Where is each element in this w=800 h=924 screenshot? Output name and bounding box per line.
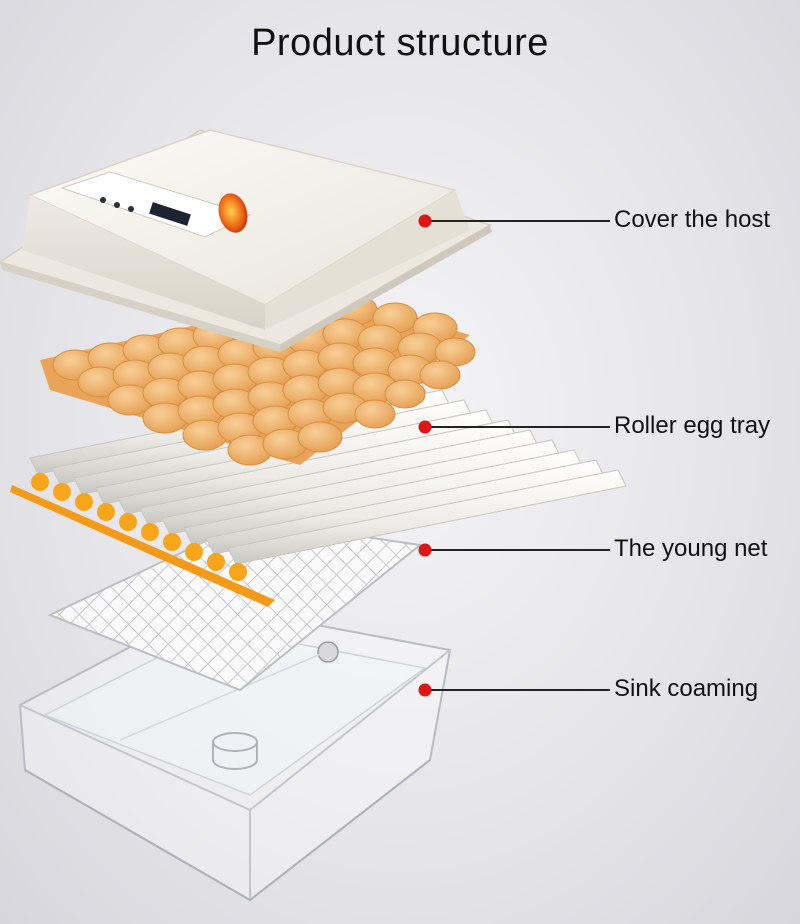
egg-cup-layer xyxy=(40,294,476,466)
callout-roller-egg-tray: Roller egg tray xyxy=(614,412,771,439)
marker-roller-egg-tray xyxy=(418,420,432,434)
sink-coaming xyxy=(18,603,452,902)
page-title: Product structure xyxy=(251,22,549,64)
callout-cover-host: Cover the host xyxy=(614,206,771,233)
young-net xyxy=(47,518,423,692)
marker-sink-coaming xyxy=(418,683,432,697)
marker-cover-host xyxy=(418,214,432,228)
callout-young-net: The young net xyxy=(614,535,768,562)
marker-young-net xyxy=(418,543,432,557)
callout-sink-coaming: Sink coaming xyxy=(614,675,759,702)
cover-host xyxy=(0,129,492,352)
callout-lines xyxy=(418,214,610,697)
